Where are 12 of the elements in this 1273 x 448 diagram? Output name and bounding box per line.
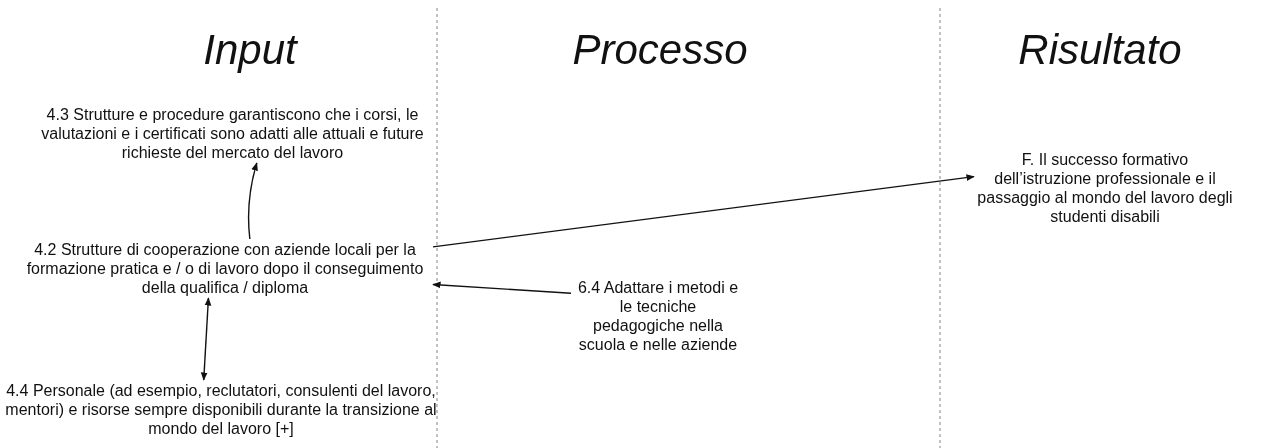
node-text: F. Il successo formativo dell’istruzione professionale e il passaggio al mondo del lavoro degli studenti disabili: [975, 150, 1235, 226]
column-heading: Risultato: [1018, 26, 1182, 74]
node-text: 6.4 Adattare i metodi e le tecniche pedagogiche nella scuola e nelle aziende: [572, 278, 744, 354]
node-text: 4.2 Strutture di cooperazione con aziende locali per la formazione pratica e / o di lavoro dopo il conseguimento della qualifica / diploma: [18, 240, 432, 297]
arrow: [247, 162, 258, 240]
column-heading: Input: [203, 26, 297, 74]
arrow: [432, 174, 975, 248]
node-text: 4.3 Strutture e procedure garantiscono che i corsi, le valutazioni e i certificati sono adatti alle attuali e future richieste del mercato del lavoro: [30, 105, 435, 162]
arrow: [200, 297, 212, 381]
arrow: [432, 281, 572, 294]
node-text: 4.4 Personale (ad esempio, reclutatori, consulenti del lavoro, mentori) e risorse sempre disponibili durante la transizione al mondo del lavoro [+]: [5, 381, 437, 438]
column-heading: Processo: [572, 26, 748, 74]
